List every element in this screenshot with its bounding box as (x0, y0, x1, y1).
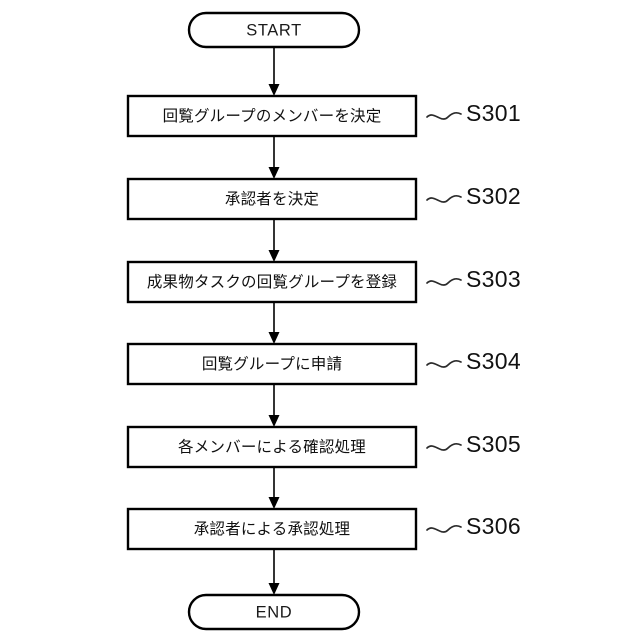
arrow-head-icon (268, 497, 280, 509)
connector-step-2-to-step-3 (268, 219, 280, 262)
step-label-group-3: S303 (426, 266, 521, 292)
squiggle-connector-icon (426, 359, 462, 368)
step-label-5: S305 (466, 431, 521, 457)
squiggle-connector-icon (426, 111, 462, 120)
end-node-shape (187, 593, 361, 631)
process-step-3[interactable]: 成果物タスクの回覧グループを登録 (126, 260, 418, 304)
process-step-4[interactable]: 回覧グループに申請 (126, 342, 418, 386)
process-step-5-label: 各メンバーによる確認処理 (178, 438, 366, 456)
step-label-1: S301 (466, 100, 521, 126)
arrow-head-icon (268, 332, 280, 344)
arrow-head-icon (268, 84, 280, 96)
squiggle-connector-icon (426, 277, 462, 286)
connector-step-5-to-step-6 (268, 467, 280, 509)
start-node[interactable]: START (187, 11, 361, 49)
step-label-4: S304 (466, 348, 521, 374)
squiggle-connector-icon (426, 194, 462, 203)
step-label-group-1: S301 (426, 100, 521, 126)
process-step-3-shape (126, 260, 418, 304)
connector-step-1-to-step-2 (268, 136, 280, 179)
step-label-group-5: S305 (426, 431, 521, 457)
end-node[interactable]: END (187, 593, 361, 631)
arrow-head-icon (268, 250, 280, 262)
process-step-1-shape (126, 94, 418, 138)
process-step-2[interactable]: 承認者を決定 (126, 177, 418, 221)
squiggle-connector-icon (426, 442, 462, 451)
step-label-group-4: S304 (426, 348, 521, 374)
connector-step-4-to-step-5 (268, 384, 280, 427)
step-label-group-6: S306 (426, 513, 521, 539)
process-step-1-label: 回覧グループのメンバーを決定 (163, 107, 382, 125)
process-step-1[interactable]: 回覧グループのメンバーを決定 (126, 94, 418, 138)
arrow-head-icon (268, 583, 280, 595)
arrow-head-icon (268, 415, 280, 427)
step-label-2: S302 (466, 183, 521, 209)
process-step-6-shape (126, 507, 418, 551)
start-node-label: START (246, 21, 302, 39)
process-step-4-shape (126, 342, 418, 386)
squiggle-connector-icon (426, 524, 462, 533)
process-step-6-label: 承認者による承認処理 (194, 520, 351, 538)
process-step-2-shape (126, 177, 418, 221)
process-step-2-label: 承認者を決定 (225, 190, 319, 208)
process-step-6[interactable]: 承認者による承認処理 (126, 507, 418, 551)
step-label-group-2: S302 (426, 183, 521, 209)
process-step-5-shape (126, 425, 418, 469)
process-step-4-label: 回覧グループに申請 (202, 355, 342, 373)
connector-step-3-to-step-4 (268, 302, 280, 344)
end-node-label: END (256, 603, 293, 621)
process-step-5[interactable]: 各メンバーによる確認処理 (126, 425, 418, 469)
step-label-3: S303 (466, 266, 521, 292)
step-label-6: S306 (466, 513, 521, 539)
connector-step-6-to-end (268, 549, 280, 595)
arrow-head-icon (268, 167, 280, 179)
connector-start-to-step-1 (268, 47, 280, 96)
process-step-3-label: 成果物タスクの回覧グループを登録 (147, 273, 398, 291)
